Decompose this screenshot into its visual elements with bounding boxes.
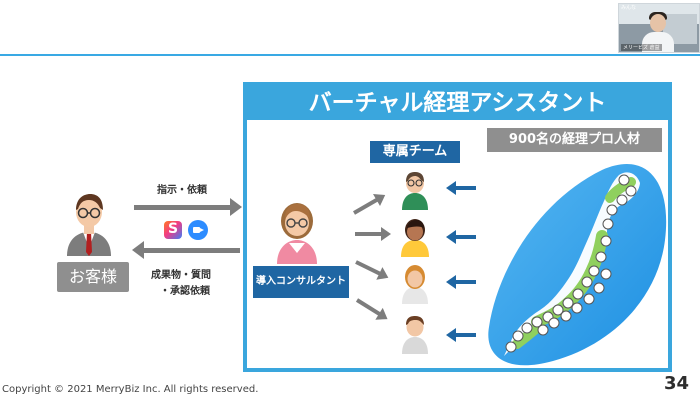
pro-to-team-arrow-2 xyxy=(446,230,476,244)
slack-like-icon xyxy=(164,221,182,239)
webcam-name-label: メリービズ 倉益 xyxy=(621,44,662,51)
copyright-footer: Copyright © 2021 MerryBiz Inc. All right… xyxy=(2,384,259,395)
dedicated-team-label: 専属チーム xyxy=(370,141,460,163)
japan-map-icon xyxy=(488,164,667,366)
webcam-person-body xyxy=(642,32,674,52)
pro-to-team-arrow-4 xyxy=(446,328,476,342)
arrow-to-consultant xyxy=(134,198,242,216)
slide-header xyxy=(0,0,700,56)
consultant-label: 導入コンサルタント xyxy=(253,266,349,298)
header-rule xyxy=(0,54,700,56)
team-member-man-gray-icon xyxy=(402,316,428,354)
instruction-label: 指示・依頼 xyxy=(157,185,207,196)
businessman-avatar-icon xyxy=(67,194,111,256)
webcam-top-label: みんな xyxy=(621,5,637,11)
arrow-to-customer xyxy=(132,241,240,259)
zoom-like-icon xyxy=(188,220,208,240)
customer-label: お客様 xyxy=(57,262,129,292)
webcam-thumbnail[interactable]: みんな メリービズ 倉益 xyxy=(618,3,700,53)
page-number: 34 xyxy=(663,373,689,394)
team-member-woman-white-icon xyxy=(402,265,428,304)
deliverables-label-line1: 成果物・質問 xyxy=(151,270,211,281)
team-member-green-icon xyxy=(402,172,428,210)
webcam-person-head xyxy=(650,14,666,32)
consultant-to-team-arrow-2 xyxy=(355,227,391,241)
professionals-label: 900名の経理プロ人材 xyxy=(487,128,662,152)
team-member-woman-yellow-icon xyxy=(401,219,429,257)
deliverables-label-line2: ・承認依頼 xyxy=(160,286,210,297)
main-title: バーチャル経理アシスタント xyxy=(247,86,668,120)
pro-to-team-arrow-3 xyxy=(446,275,476,289)
consultant-woman-icon xyxy=(277,203,317,264)
pro-to-team-arrow-1 xyxy=(446,181,476,195)
